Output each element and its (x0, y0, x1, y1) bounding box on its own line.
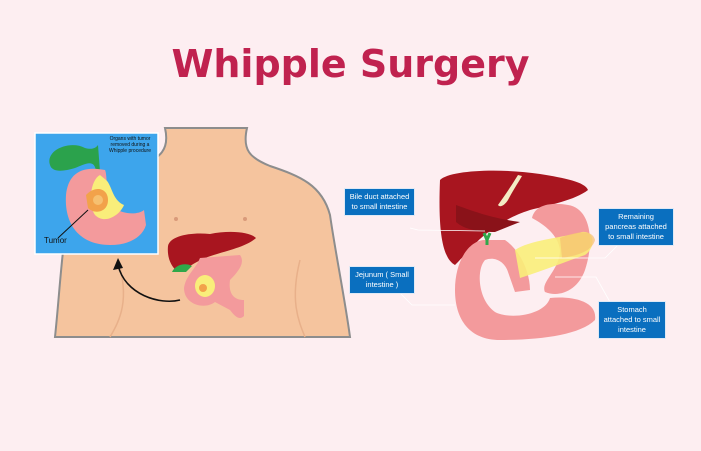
inset-note: Organs with tumor removed during a Whipp… (109, 136, 151, 154)
liver (439, 170, 588, 265)
label-jejunum: Jejunum ( Small intestine ) (349, 266, 415, 294)
tumor-label: Tumor (44, 236, 67, 245)
label-bile-duct: Bile duct attached to small intestine (344, 188, 415, 216)
page-title: Whipple Surgery (171, 42, 530, 86)
connector-lines (399, 227, 621, 306)
torso-liver (167, 231, 256, 272)
label-pancreas: Remaining pancreas attached to small int… (598, 208, 674, 246)
arrow (117, 264, 181, 302)
jejunum (455, 239, 596, 340)
label-stomach: Stomach attached to small intestine (598, 301, 666, 339)
